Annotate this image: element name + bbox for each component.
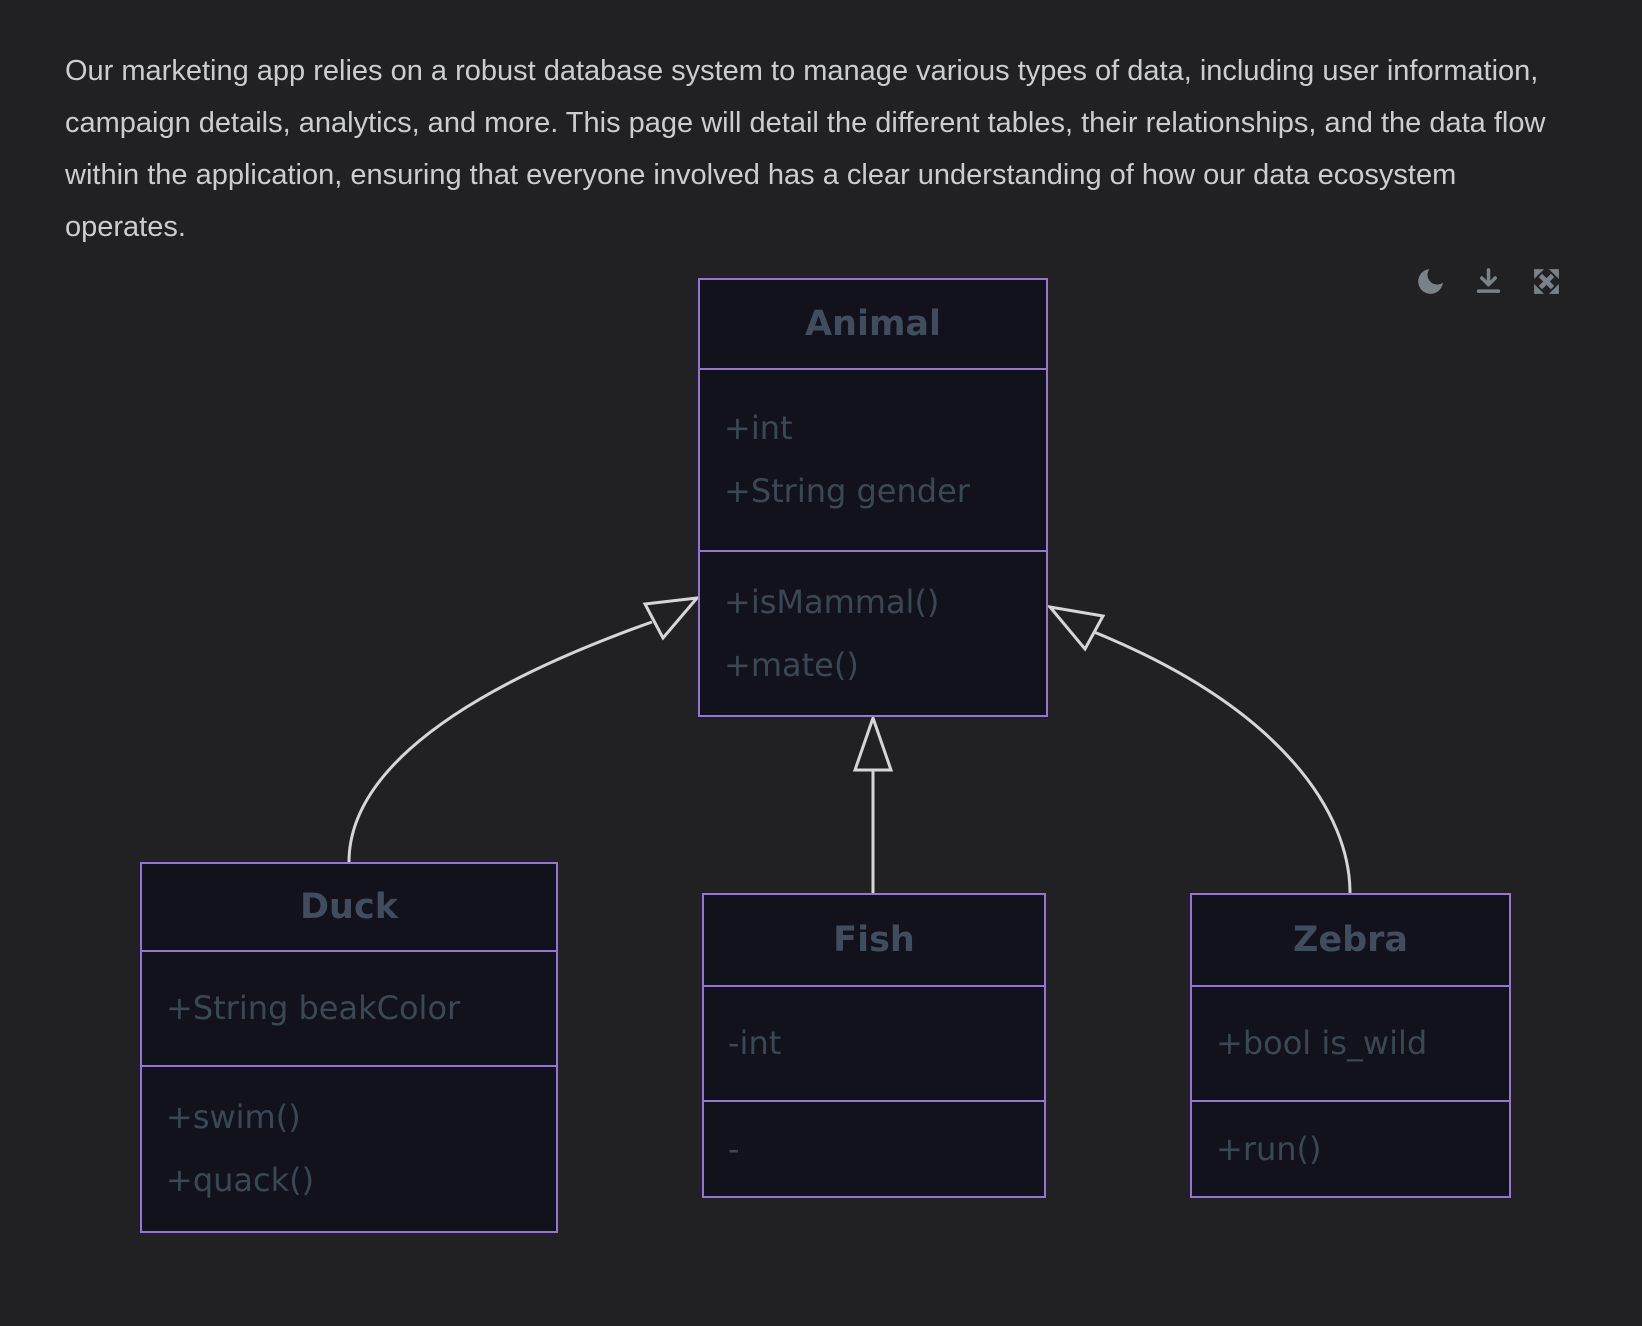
expand-icon [1530, 265, 1563, 298]
class-box-zebra: Zebra +bool is_wild +run() [1190, 893, 1511, 1198]
theme-toggle-button[interactable] [1411, 262, 1449, 300]
method-row: +run() [1216, 1129, 1322, 1168]
method-row: +isMammal() [724, 582, 940, 621]
class-attributes: +String beakColor [142, 952, 556, 1067]
attribute-row: -int [728, 1024, 782, 1062]
class-methods: +swim() +quack() [142, 1067, 556, 1231]
class-methods: +run() [1192, 1102, 1509, 1196]
class-title: Fish [704, 895, 1044, 987]
method-row: +mate() [724, 645, 859, 684]
method-row: +swim() [166, 1098, 301, 1136]
download-button[interactable] [1469, 262, 1507, 300]
class-methods: - [704, 1102, 1044, 1196]
method-row: +quack() [166, 1161, 315, 1199]
intro-paragraph: Our marketing app relies on a robust dat… [65, 55, 1546, 243]
edge-duck-animal [347, 596, 701, 863]
attribute-row: +String beakColor [166, 989, 461, 1027]
attribute-row: +bool is_wild [1216, 1024, 1428, 1062]
class-title: Animal [700, 280, 1046, 370]
moon-icon [1414, 265, 1447, 298]
attribute-row: +String gender [724, 472, 970, 510]
class-box-duck: Duck +String beakColor +swim() +quack() [140, 862, 558, 1233]
class-title: Duck [142, 864, 556, 952]
edge-zebra-animal [1046, 604, 1352, 894]
edge-fish-animal [852, 713, 894, 893]
attribute-row: +int [724, 409, 793, 447]
class-attributes: +int +String gender [700, 370, 1046, 552]
diagram-toolbar [1411, 262, 1565, 300]
expand-button[interactable] [1527, 262, 1565, 300]
download-icon [1471, 264, 1506, 299]
class-title: Zebra [1192, 895, 1509, 987]
class-attributes: -int [704, 987, 1044, 1102]
class-methods: +isMammal() +mate() [700, 552, 1046, 715]
class-box-fish: Fish -int - [702, 893, 1046, 1198]
class-attributes: +bool is_wild [1192, 987, 1509, 1102]
class-box-animal: Animal +int +String gender +isMammal() +… [698, 278, 1048, 717]
method-row: - [728, 1129, 740, 1168]
